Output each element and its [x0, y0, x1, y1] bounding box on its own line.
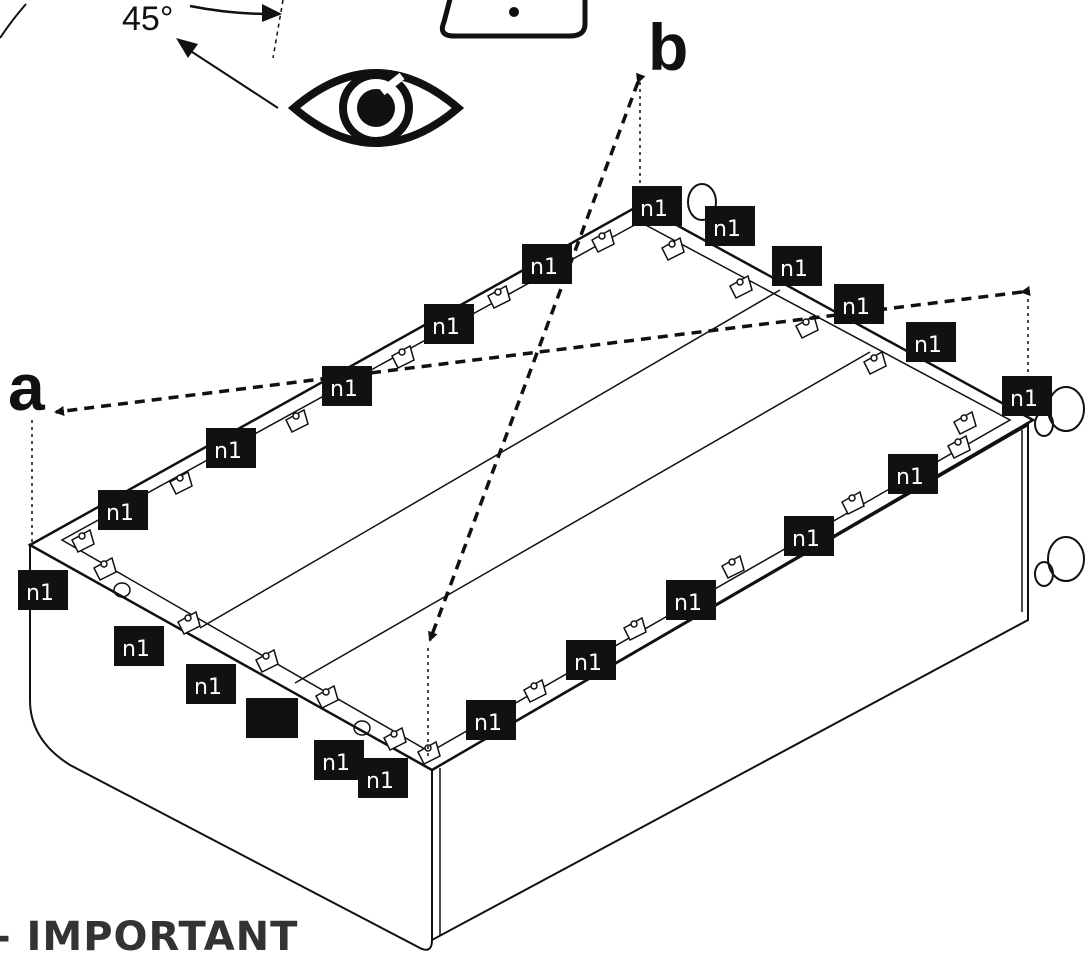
cabinet-box — [27, 183, 1085, 951]
svg-text:n1: n1 — [896, 465, 924, 490]
dimension-label-a: a — [8, 350, 46, 424]
part-tag: n1 — [206, 428, 256, 468]
part-tag: n1 — [322, 366, 372, 406]
part-tag: n1 — [834, 284, 884, 324]
notice-backdrop — [0, 912, 340, 954]
svg-text:n1: n1 — [674, 591, 702, 616]
svg-text:n1: n1 — [322, 751, 350, 776]
warning-triangle-icon — [439, 0, 588, 39]
svg-text:n1: n1 — [194, 675, 222, 700]
svg-text:n1: n1 — [713, 217, 741, 242]
svg-text:n1: n1 — [330, 377, 358, 402]
part-tag: n1 — [1002, 376, 1052, 416]
svg-text:n1: n1 — [530, 255, 558, 280]
notice-text: - IMPORTANT — [0, 914, 298, 954]
part-tag: n1 — [522, 244, 572, 284]
svg-text:n1: n1 — [214, 439, 242, 464]
angle-label: 45° — [122, 0, 173, 38]
eye-icon — [287, 69, 465, 147]
svg-text:n1: n1 — [474, 711, 502, 736]
diagonal-b — [427, 72, 646, 760]
svg-text:n1: n1 — [122, 637, 150, 662]
part-tag: n1 — [466, 700, 516, 740]
part-tag: n1 — [666, 580, 716, 620]
svg-text:n1: n1 — [780, 257, 808, 282]
part-tag: n1 — [906, 322, 956, 362]
svg-text:n1: n1 — [574, 651, 602, 676]
svg-text:n1: n1 — [106, 501, 134, 526]
part-tag: n1 — [314, 740, 364, 780]
part-tag: n1 — [772, 246, 822, 286]
part-tag: n1 — [566, 640, 616, 680]
part-tag: n1 — [424, 304, 474, 344]
marker-square — [246, 698, 298, 738]
svg-text:n1: n1 — [1010, 387, 1038, 412]
svg-text:n1: n1 — [432, 315, 460, 340]
svg-text:n1: n1 — [792, 527, 820, 552]
svg-text:n1: n1 — [366, 769, 394, 794]
svg-text:n1: n1 — [842, 295, 870, 320]
part-tag: n1 — [632, 186, 682, 226]
part-tag: n1 — [358, 758, 408, 798]
svg-text:n1: n1 — [26, 581, 54, 606]
view-angle-indicator: 45° — [0, 0, 284, 109]
part-tag: n1 — [888, 454, 938, 494]
svg-text:n1: n1 — [640, 197, 668, 222]
part-tag: n1 — [114, 626, 164, 666]
part-tag: n1 — [186, 664, 236, 704]
part-tag: n1 — [18, 570, 68, 610]
svg-text:n1: n1 — [914, 333, 942, 358]
part-tag: n1 — [98, 490, 148, 530]
dimension-label-b: b — [648, 10, 688, 84]
part-tag: n1 — [784, 516, 834, 556]
part-tag: n1 — [705, 206, 755, 246]
